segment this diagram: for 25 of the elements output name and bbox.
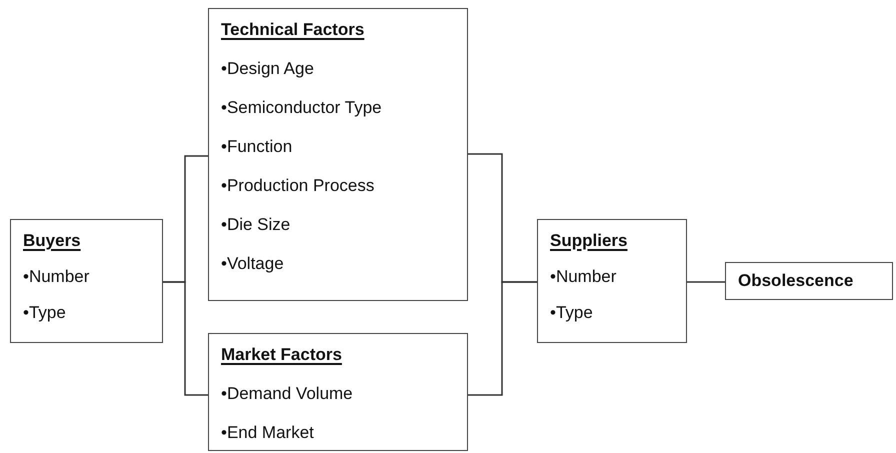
- bullet-item: •Voltage: [221, 253, 284, 275]
- box-heading: Obsolescence: [738, 270, 854, 292]
- bullet-item: •Type: [23, 302, 66, 324]
- connector-line: [163, 281, 208, 396]
- bullet-item: •Demand Volume: [221, 383, 353, 405]
- factor-box: [208, 333, 468, 451]
- bullet-item: •Semiconductor Type: [221, 97, 382, 119]
- box-heading: Buyers: [23, 230, 81, 252]
- factor-box: [208, 8, 468, 301]
- factor-box: [10, 219, 163, 343]
- bullet-item: •Type: [550, 302, 593, 324]
- bullet-item: •Production Process: [221, 175, 374, 197]
- bullet-item: •End Market: [221, 422, 314, 444]
- bullet-item: •Number: [23, 266, 90, 288]
- connector-line: [687, 281, 725, 283]
- connector-line: [468, 281, 537, 396]
- box-heading: Technical Factors: [221, 19, 364, 41]
- factor-box: [537, 219, 687, 343]
- bullet-item: •Design Age: [221, 58, 314, 80]
- box-heading: Market Factors: [221, 344, 342, 366]
- bullet-item: •Number: [550, 266, 616, 288]
- bullet-item: •Die Size: [221, 214, 290, 236]
- box-heading: Suppliers: [550, 230, 628, 252]
- factor-box: [725, 262, 893, 300]
- bullet-item: •Function: [221, 136, 292, 158]
